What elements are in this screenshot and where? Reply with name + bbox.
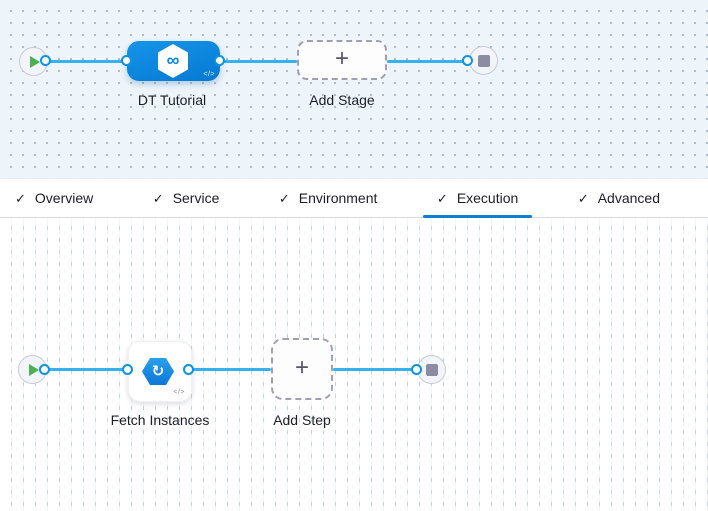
add-stage-button[interactable]: + [297, 40, 387, 80]
port-step-out [183, 364, 194, 375]
check-icon: ✓ [436, 190, 448, 206]
edge-add-to-end [333, 368, 417, 371]
tab-execution[interactable]: ✓ Execution [422, 179, 533, 218]
tab-environment[interactable]: ✓ Environment [265, 179, 392, 217]
port-start-out [40, 55, 51, 66]
check-icon: ✓ [15, 190, 26, 206]
check-icon: ✓ [577, 190, 589, 206]
port-start-out [39, 364, 50, 375]
add-stage-label: Add Stage [309, 92, 375, 108]
stage-label: DT Tutorial [137, 92, 207, 108]
port-stage-in [121, 55, 132, 66]
edge-start-to-step [45, 368, 128, 371]
tab-label: Advanced [597, 190, 660, 206]
port-step-in [122, 364, 133, 375]
stage-node-dt-tutorial[interactable]: ∞ </> [127, 41, 220, 81]
code-view-icon: </> [173, 389, 185, 396]
harness-stage-icon: ∞ [158, 44, 188, 78]
check-icon: ✓ [152, 190, 164, 206]
stage-config-tabs: ✓ Overview ✓ Service ✓ Environment ✓ Exe… [0, 178, 708, 218]
edge-stage-to-add [220, 60, 297, 63]
tab-advanced[interactable]: ✓ Advanced [564, 179, 674, 217]
active-tab-underline [422, 215, 533, 218]
tab-label: Service [172, 190, 220, 206]
code-view-icon: </> [203, 71, 215, 78]
add-step-button[interactable]: + [271, 338, 333, 400]
tab-label: Environment [298, 190, 378, 206]
execution-graph-canvas[interactable]: ↻ </> Fetch Instances + Add Step [0, 218, 708, 511]
step-label: Fetch Instances [110, 412, 210, 428]
stage-graph-canvas[interactable]: ∞ </> DT Tutorial + Add Stage [0, 0, 708, 178]
edge-add-to-end [387, 60, 463, 63]
port-end-in [411, 364, 422, 375]
port-end-in [462, 55, 473, 66]
port-stage-out [214, 55, 225, 66]
play-icon [30, 55, 40, 68]
tab-label: Execution [456, 190, 519, 206]
check-icon: ✓ [278, 190, 290, 206]
tab-label: Overview [34, 190, 94, 206]
plus-icon: + [294, 354, 309, 381]
sync-glyph: ↻ [151, 363, 165, 380]
stop-icon [477, 54, 490, 67]
stop-icon [425, 363, 438, 376]
edge-start-to-stage [46, 60, 127, 63]
tab-overview[interactable]: ✓ Overview [1, 179, 107, 217]
plus-icon: + [334, 45, 349, 72]
infinity-glyph: ∞ [166, 49, 180, 70]
tab-service[interactable]: ✓ Service [139, 179, 234, 217]
edge-step-to-add [189, 368, 271, 371]
fetch-instances-step-icon: ↻ [142, 358, 174, 385]
play-icon [29, 363, 39, 376]
add-step-label: Add Step [273, 412, 331, 428]
pipeline-end-node [469, 46, 498, 75]
